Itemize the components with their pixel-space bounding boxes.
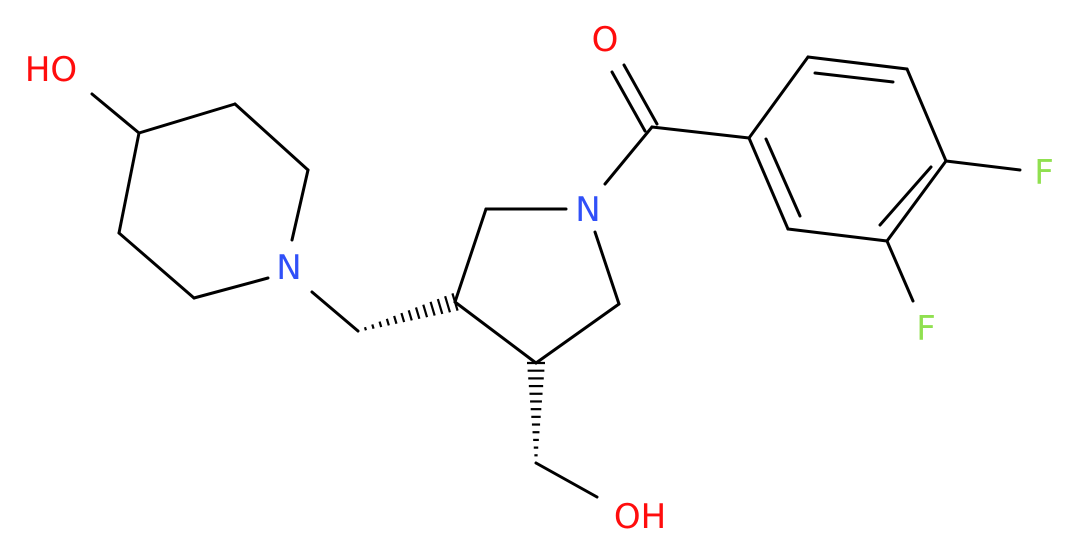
wedge1-hash-5	[393, 315, 398, 325]
bond-c6-c5	[117, 231, 196, 300]
n-pyrrolidine-label: N	[575, 190, 600, 230]
bond-c4-oh	[90, 92, 141, 135]
ring-bond-3	[905, 67, 948, 163]
ring-bond-4	[885, 159, 948, 243]
ring-bond-2	[806, 55, 909, 71]
wedge1-hash-10	[429, 301, 436, 316]
ring-bond-6-inner	[764, 137, 802, 218]
wedge1-hash-9	[422, 304, 429, 318]
bond-c5-c4	[117, 131, 141, 235]
bond-n-carbonyl	[603, 125, 654, 186]
n-piperidine-label: N	[276, 248, 301, 288]
f-para-label: F	[1034, 153, 1054, 193]
carbonyl-double-bond	[610, 63, 659, 133]
bond-c-f-meta	[885, 239, 915, 303]
f-meta-label: F	[916, 309, 936, 349]
wedge1-hash-12	[444, 295, 451, 313]
wedge1-hash-7	[407, 309, 413, 321]
wedge1-hash-1	[363, 326, 367, 331]
ring-bond-4-inner	[878, 165, 933, 227]
oh-hydroxymethyl-label: OH	[614, 497, 666, 537]
wedge1-hash-11	[436, 298, 444, 315]
bond-n-c6	[192, 276, 270, 300]
bond-c4p-c3	[453, 300, 538, 365]
carbonyl-bond-line-2	[610, 70, 647, 133]
bond-c-f-para	[944, 159, 1022, 172]
ring-bond-6	[747, 136, 790, 231]
bond-c2-n	[290, 168, 310, 242]
ho-piperidine-label: HO	[25, 50, 77, 90]
wedge1-hash-6	[400, 312, 406, 323]
benzene-ring	[747, 55, 948, 243]
piperidine-ring	[90, 92, 310, 300]
bond-c4-c3	[137, 102, 237, 135]
o-carbonyl-label: O	[592, 20, 619, 60]
wedge1-hash-0	[356, 329, 360, 333]
wedge1-hash-2	[371, 324, 375, 329]
carbonyl-bond-line-1	[622, 63, 659, 126]
pyrrolidine-ring	[453, 207, 621, 365]
bond-c3-c2p	[453, 207, 488, 304]
bond-n-c5p	[593, 230, 621, 306]
bond-n-ch2	[310, 290, 360, 333]
ring-bond-1	[747, 55, 810, 140]
ring-bond-5	[786, 227, 889, 243]
bond-c3-c2	[233, 102, 310, 172]
hashed-wedge-c4-ch2	[527, 361, 545, 465]
wedge1-hash-8	[414, 307, 421, 320]
ring-bond-2-inner	[813, 71, 895, 84]
hashed-wedge-ch2-c3	[356, 293, 459, 333]
bond-c5p-c4p	[534, 302, 621, 365]
bond-carbonyl-aryl	[650, 125, 751, 140]
wedge1-hash-4	[385, 318, 390, 326]
bond-ch2-oh	[534, 461, 599, 499]
wedge1-hash-3	[378, 321, 383, 328]
